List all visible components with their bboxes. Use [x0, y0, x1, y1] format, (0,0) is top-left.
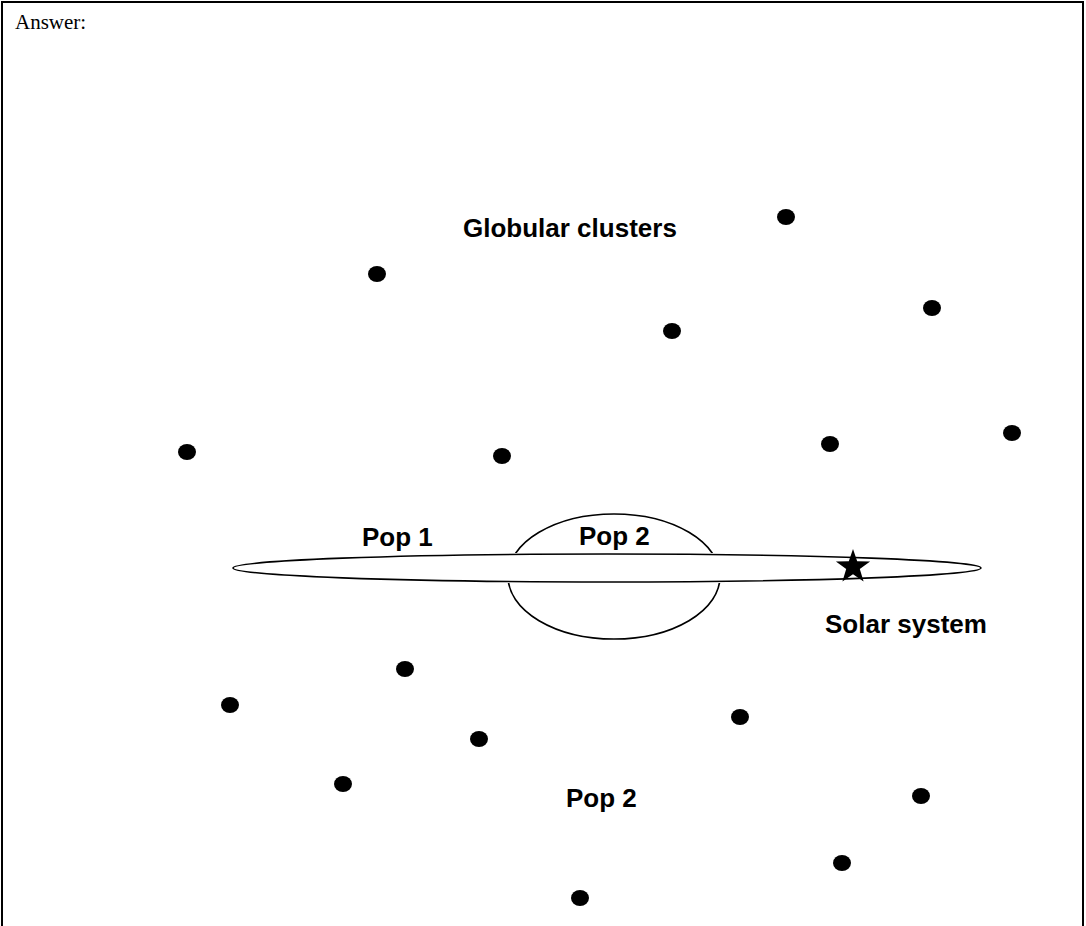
- globular-clusters-label: Globular clusters: [463, 213, 677, 243]
- population-label: Pop 1: [362, 522, 433, 552]
- solar-system-label: Solar system: [825, 609, 987, 639]
- globular-cluster-dot: [470, 731, 488, 747]
- answer-heading: Answer:: [15, 9, 86, 35]
- globular-cluster-dot: [368, 266, 386, 282]
- globular-cluster-dot: [923, 300, 941, 316]
- globular-cluster-dot: [731, 709, 749, 725]
- population-label: Pop 2: [579, 521, 650, 551]
- globular-cluster-dot: [396, 661, 414, 677]
- population-label: Pop 2: [566, 783, 637, 813]
- globular-cluster-dot: [912, 788, 930, 804]
- globular-cluster-dot: [571, 890, 589, 906]
- globular-cluster-dot: [221, 697, 239, 713]
- globular-cluster-dot: [178, 444, 196, 460]
- disk-outline: [232, 553, 982, 583]
- globular-cluster-dot: [821, 436, 839, 452]
- globular-cluster-dot: [493, 448, 511, 464]
- globular-cluster-dot: [334, 776, 352, 792]
- galaxy-disk: Pop 1: [232, 553, 982, 583]
- globular-cluster-dot: [1003, 425, 1021, 441]
- globular-cluster-dot: [663, 323, 681, 339]
- globular-cluster-dot: [777, 209, 795, 225]
- galaxy-bulge: Pop 2: [507, 513, 721, 640]
- globular-cluster-dot: [833, 855, 851, 871]
- solar-system-star: [836, 549, 870, 582]
